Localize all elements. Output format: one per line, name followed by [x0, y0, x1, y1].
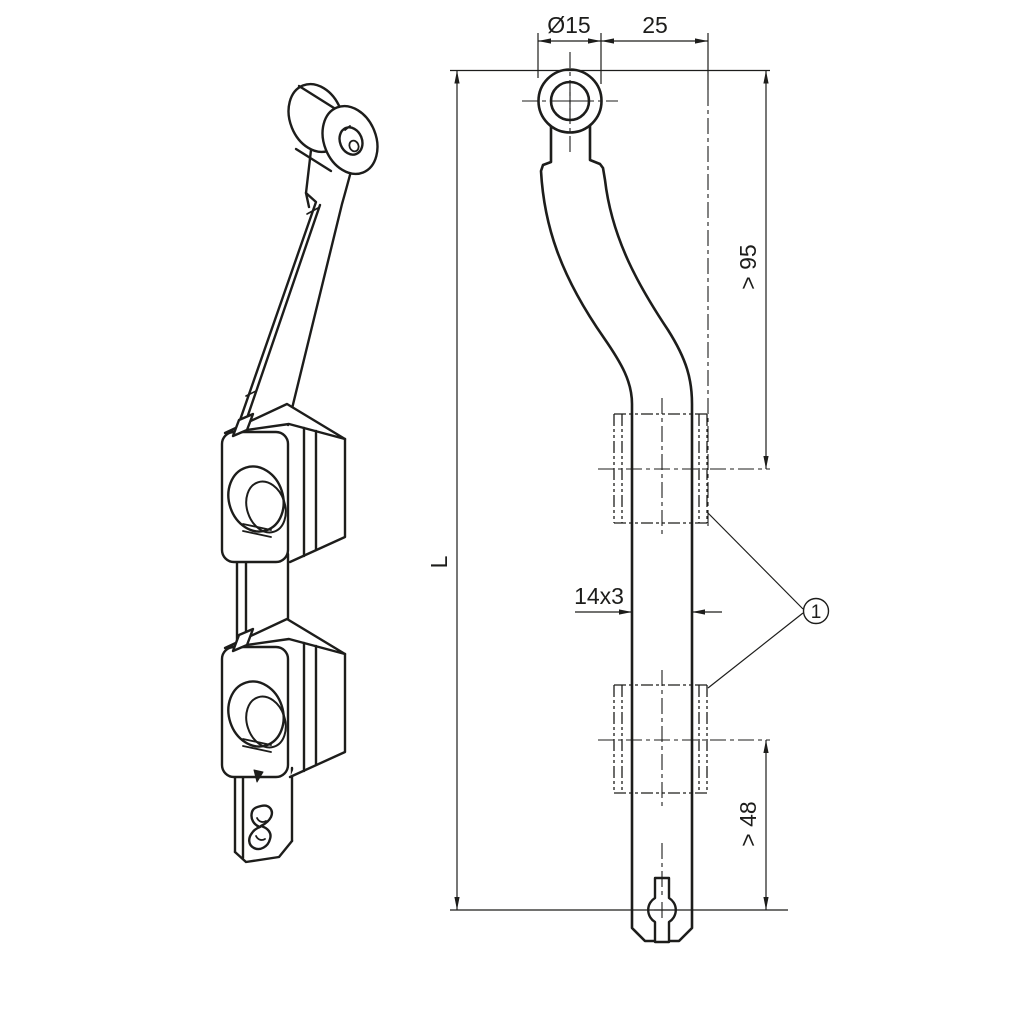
- dim-text-roller-offset: 25: [642, 12, 668, 38]
- iso-bar-bottom: [233, 766, 294, 864]
- balloon-callout: 1: [802, 597, 830, 625]
- dim-text-upper-guide-min: > 95: [735, 244, 761, 289]
- dim-text-total-length: L: [426, 555, 452, 568]
- balloon-label: 1: [811, 602, 822, 623]
- iso-bar-middle: [235, 552, 290, 646]
- rod-outline: [539, 124, 694, 943]
- dim-text-roller-diameter: Ø15: [547, 12, 590, 38]
- iso-roller: [287, 82, 379, 176]
- dimension-arrowheads: [454, 38, 769, 910]
- balloon-leader-lower: [707, 612, 804, 689]
- dim-text-lower-guide-min: > 48: [735, 801, 761, 846]
- dimension-system: [450, 33, 804, 911]
- iso-arm: [237, 148, 356, 427]
- iso-upper-guide: [220, 402, 347, 564]
- iso-lower-guide: [220, 617, 347, 783]
- iso-keyhole-slot: [248, 804, 274, 851]
- lower-guide: [613, 684, 708, 794]
- dim-text-bar-section: 14x3: [574, 583, 624, 609]
- orthographic-view: [522, 52, 770, 944]
- isometric-view: [220, 82, 379, 864]
- balloon-leader-upper: [707, 512, 804, 610]
